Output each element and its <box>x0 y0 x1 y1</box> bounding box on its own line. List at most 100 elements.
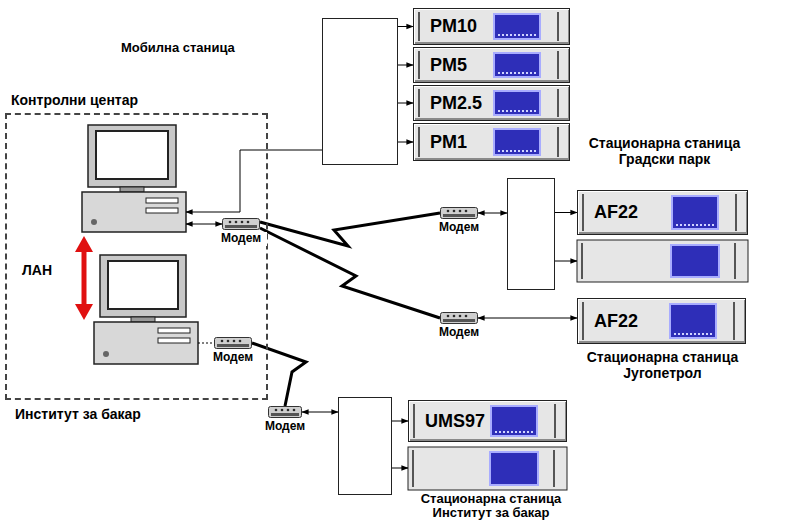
signal-connector <box>398 26 413 27</box>
modem-led <box>233 340 236 343</box>
drive-slot <box>146 208 178 213</box>
monitor-frame <box>100 255 186 317</box>
modem-icon <box>440 207 478 219</box>
instrument-label: PM1 <box>430 124 467 160</box>
instrument-label: PM2.5 <box>430 86 482 120</box>
computer-icon <box>82 125 186 232</box>
modem-led <box>459 315 462 318</box>
drive-slot <box>158 328 190 333</box>
modem-led <box>447 210 450 213</box>
lcd-display <box>493 52 541 78</box>
lcd-display <box>493 128 541 156</box>
instrument-label: UMS97 <box>425 401 485 441</box>
lcd-segments <box>498 72 536 74</box>
instrument-label: PM5 <box>430 48 467 82</box>
rack-handle <box>733 302 735 340</box>
lcd-display <box>493 13 541 40</box>
computer-icon <box>94 255 198 364</box>
modem-body <box>269 407 302 418</box>
signal-connector <box>398 65 413 66</box>
instrument-box: PM5 <box>413 47 570 83</box>
signal-connector <box>555 212 577 213</box>
modem-icon <box>214 337 252 349</box>
signal-connector <box>186 150 322 212</box>
radio-link <box>260 228 440 318</box>
modem-front <box>443 214 475 217</box>
signal-connector <box>398 142 413 143</box>
lcd-display <box>669 303 717 339</box>
instrument-box: UMS97 <box>408 400 567 442</box>
modem-body <box>441 313 478 324</box>
signal-wire <box>392 468 408 469</box>
control-center: Контролни центарИнститут за бакарМодемМо… <box>5 113 268 400</box>
rack-handle <box>581 243 583 279</box>
modem-led <box>281 409 284 412</box>
junction-box: Стационарна станица Институт за бакар <box>338 397 392 495</box>
modem-label: Модем <box>207 351 259 365</box>
modem-front <box>271 413 299 416</box>
rack-handle <box>554 404 556 438</box>
modem-led <box>241 221 244 224</box>
modem-led <box>221 340 224 343</box>
rack-handle <box>418 127 420 157</box>
signal-connector <box>186 224 222 225</box>
lan-arrow <box>75 236 93 320</box>
modem-led <box>453 210 456 213</box>
modem-led <box>465 210 468 213</box>
rack-handle <box>418 89 420 117</box>
instrument-box: PM2.5 <box>413 85 570 121</box>
modem-led <box>229 221 232 224</box>
center-heading: Институт за бакар <box>15 406 141 422</box>
signal-connector <box>198 343 214 344</box>
instrument-box: AF22 <box>577 190 748 235</box>
instrument-case <box>408 447 567 490</box>
lcd-display <box>490 405 538 437</box>
junction-box: Стационарна станица Градски парк <box>507 178 555 290</box>
modem-led <box>227 340 230 343</box>
rack-handle <box>418 12 420 41</box>
signal-connector <box>478 213 507 214</box>
modem-label: Модем <box>433 221 485 235</box>
junction-box: Мобилна станица <box>322 18 398 165</box>
signal-connector <box>398 103 413 104</box>
modem-led <box>275 409 278 412</box>
rack-handle <box>582 302 584 340</box>
instrument-box: AF22Стационарна станица Југопетрол <box>577 298 746 344</box>
modem-led <box>239 340 242 343</box>
modem-led <box>287 409 290 412</box>
rack-handle <box>412 450 414 487</box>
modem-icon <box>268 406 302 418</box>
rack-handle <box>418 51 420 79</box>
rack-handle <box>734 243 736 279</box>
modem-led <box>459 210 462 213</box>
lcd-segments <box>676 224 714 226</box>
instrument-label: PM10 <box>430 9 477 44</box>
lcd-display <box>493 90 541 116</box>
modem: Модем <box>222 218 260 230</box>
modem-led <box>453 315 456 318</box>
lcd-display <box>490 452 538 485</box>
signal-wire <box>555 261 577 262</box>
signal-connector <box>478 318 577 319</box>
lcd-segments <box>498 34 536 36</box>
monitor-screen <box>96 131 168 179</box>
signal-connector <box>392 421 408 422</box>
modem-icon <box>222 218 260 230</box>
modem-led <box>235 221 238 224</box>
modem: Модем <box>440 312 478 324</box>
modem-led <box>293 409 296 412</box>
station-heading: Стационарна станица Градски парк <box>578 135 751 167</box>
rack-handle <box>553 450 555 487</box>
station-heading: Стационарна станица Југопетрол <box>578 349 747 381</box>
modem-led <box>465 315 468 318</box>
modem-label: Модем <box>433 326 485 340</box>
rack-handle <box>413 404 415 438</box>
modem-front <box>443 319 475 322</box>
rack-handle <box>557 127 559 157</box>
modem-body <box>215 338 252 349</box>
lcd-segments <box>674 333 712 335</box>
rack-handle <box>557 51 559 79</box>
modem-label: Модем <box>215 232 267 246</box>
modem-body <box>441 208 478 219</box>
